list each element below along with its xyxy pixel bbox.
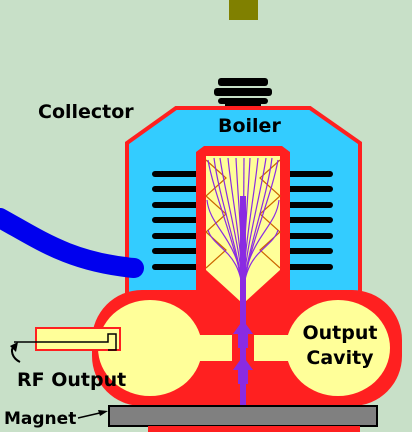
output-cavity-label-line2: Cavity [306, 347, 374, 369]
output-cavity-label-line1: Output [302, 322, 378, 344]
top-feed-rod [229, 0, 258, 20]
left-cavity-lobe [98, 300, 202, 396]
magnet-label: Magnet [4, 409, 77, 429]
beam-arrows [233, 320, 253, 384]
waveguide-tube [0, 208, 144, 278]
rf-output-connector [10, 327, 121, 363]
magnet-arrow [77, 410, 108, 419]
electron-beam-core [240, 196, 246, 426]
boiler-cap [214, 78, 272, 108]
right-fins [279, 171, 333, 270]
magnet-bar [108, 405, 378, 427]
boiler-label: Boiler [218, 115, 281, 137]
left-fins [152, 171, 206, 270]
rf-output-label: RF Output [17, 369, 127, 391]
collector-label: Collector [38, 101, 134, 123]
right-cavity-lobe [286, 300, 390, 396]
